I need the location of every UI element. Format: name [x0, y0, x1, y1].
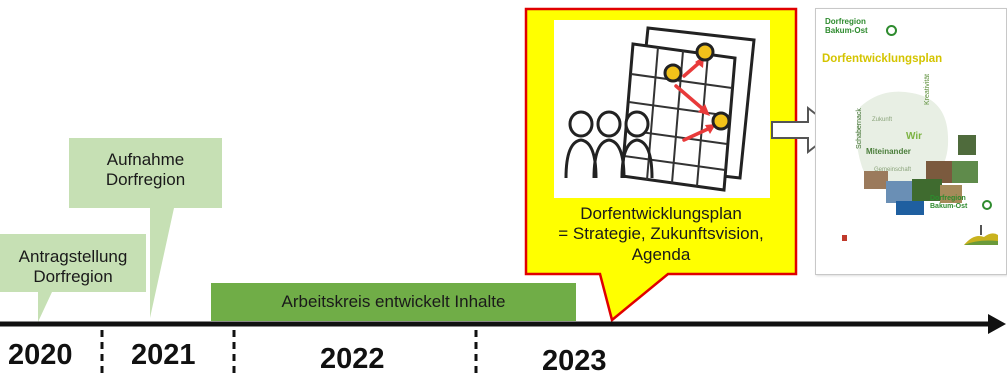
- callout-dorfentwicklungsplan-label: Dorfentwicklungsplan = Strategie, Zukunf…: [558, 204, 764, 264]
- cover-wordcloud: Miteinander Wir Kreativität Schabernack …: [852, 74, 952, 197]
- cover-brand-top: Dorfregion Bakum-Ost: [825, 17, 868, 36]
- arbeitskreis-bar: [211, 283, 576, 321]
- callout-antragstellung-shape: [0, 234, 146, 322]
- cover-word-6: Gemeinschaft: [874, 167, 912, 173]
- year-label-2022: 2022: [320, 343, 385, 375]
- cover-word-2: Wir: [906, 131, 923, 142]
- year-label-2020: 2020: [8, 339, 73, 371]
- cover-title: Dorfentwicklungsplan: [822, 53, 943, 65]
- cover-brand-bottom: Dorfregion Bakum-Ost: [930, 195, 968, 211]
- cover-brand-bottom-icon: [982, 200, 992, 210]
- cover-landscape-icon: [964, 223, 998, 250]
- cover-brand-top-icon: [886, 25, 897, 36]
- callout-aufnahme-shape: [69, 138, 222, 318]
- cover-crest-icon: [842, 235, 847, 241]
- timeline-arrowhead: [988, 314, 1006, 334]
- plan-cover-thumbnail: Dorfregion Bakum-Ost Dorfentwicklungspla…: [815, 8, 1007, 275]
- cover-word-5: Zukunft: [872, 117, 893, 123]
- cover-word-3: Kreativität: [924, 73, 931, 105]
- planning-sketch-icon: [554, 20, 770, 198]
- year-dividers: [100, 330, 478, 378]
- cover-word-1: Miteinander: [866, 147, 911, 156]
- callout-antragstellung-label: Antragstellung Dorfregion: [18, 247, 128, 287]
- callout-aufnahme-label: Aufnahme Dorfregion: [105, 150, 186, 190]
- year-label-2021: 2021: [131, 339, 196, 371]
- cover-photo-collage: [856, 127, 978, 217]
- arbeitskreis-bar-label: Arbeitskreis entwickelt Inhalte: [281, 292, 506, 311]
- year-label-2023: 2023: [542, 345, 607, 377]
